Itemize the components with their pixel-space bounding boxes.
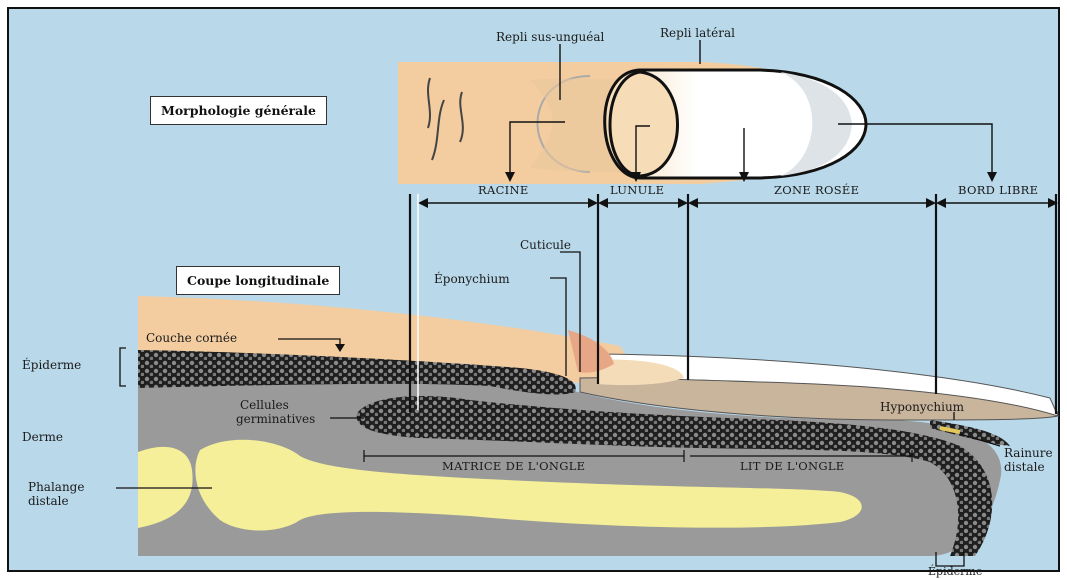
label-phalange: Phalange	[28, 480, 84, 494]
label-cuticule: Cuticule	[520, 238, 571, 252]
label-repli-sus-ungueal: Repli sus-unguéal	[496, 30, 604, 44]
label-couche-cornee: Couche cornée	[146, 331, 237, 345]
label-phalange-distale: distale	[28, 494, 69, 508]
label-repli-lateral: Repli latéral	[660, 26, 735, 40]
label-rainure-distale: distale	[1004, 460, 1045, 474]
label-matrice: MATRICE DE L'ONGLE	[442, 459, 585, 473]
label-hyponychium: Hyponychium	[880, 400, 964, 414]
zone-rosee: ZONE ROSÉE	[774, 183, 859, 197]
zone-bord-libre: BORD LIBRE	[958, 183, 1038, 197]
label-rainure: Rainure	[1004, 446, 1053, 460]
section-title: Coupe longitudinale	[176, 266, 340, 295]
label-cellules: Cellules	[240, 398, 289, 412]
label-derme: Derme	[22, 430, 63, 444]
zone-racine: RACINE	[478, 183, 529, 197]
morphology-title: Morphologie générale	[150, 96, 327, 125]
label-lit: LIT DE L'ONGLE	[740, 459, 844, 473]
zone-lunule: LUNULE	[610, 183, 664, 197]
label-epiderme-bottom: Épiderme	[928, 565, 982, 579]
label-epiderme: Épiderme	[22, 358, 81, 372]
lunula-shape	[610, 72, 678, 176]
label-germinatives: germinatives	[236, 412, 315, 426]
label-eponychium: Éponychium	[434, 272, 510, 286]
